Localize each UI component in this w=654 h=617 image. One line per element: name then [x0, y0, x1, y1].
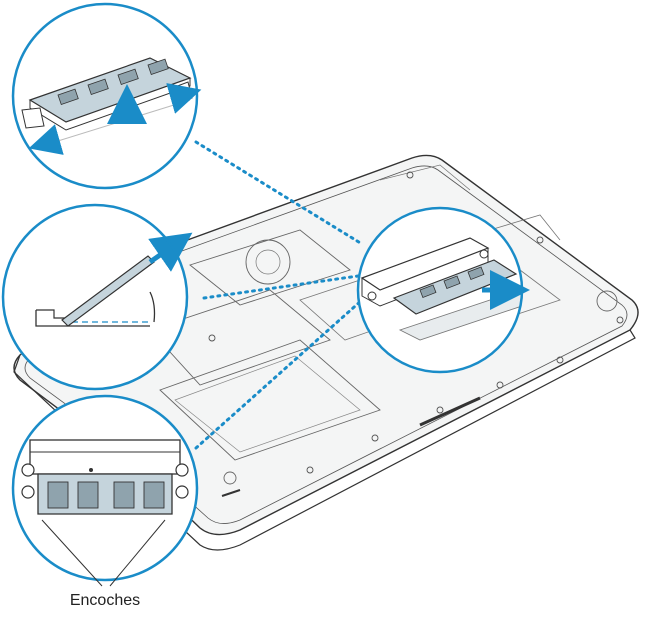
callout-module-notches — [11, 394, 199, 582]
callout-connectors — [194, 140, 364, 450]
notch-leader-lines — [41, 519, 166, 587]
callout-insert-at-angle — [1, 203, 193, 391]
callout-slide-module-in — [356, 206, 530, 374]
callout-release-latches — [11, 2, 202, 190]
notches-label: Encoches — [69, 592, 141, 609]
